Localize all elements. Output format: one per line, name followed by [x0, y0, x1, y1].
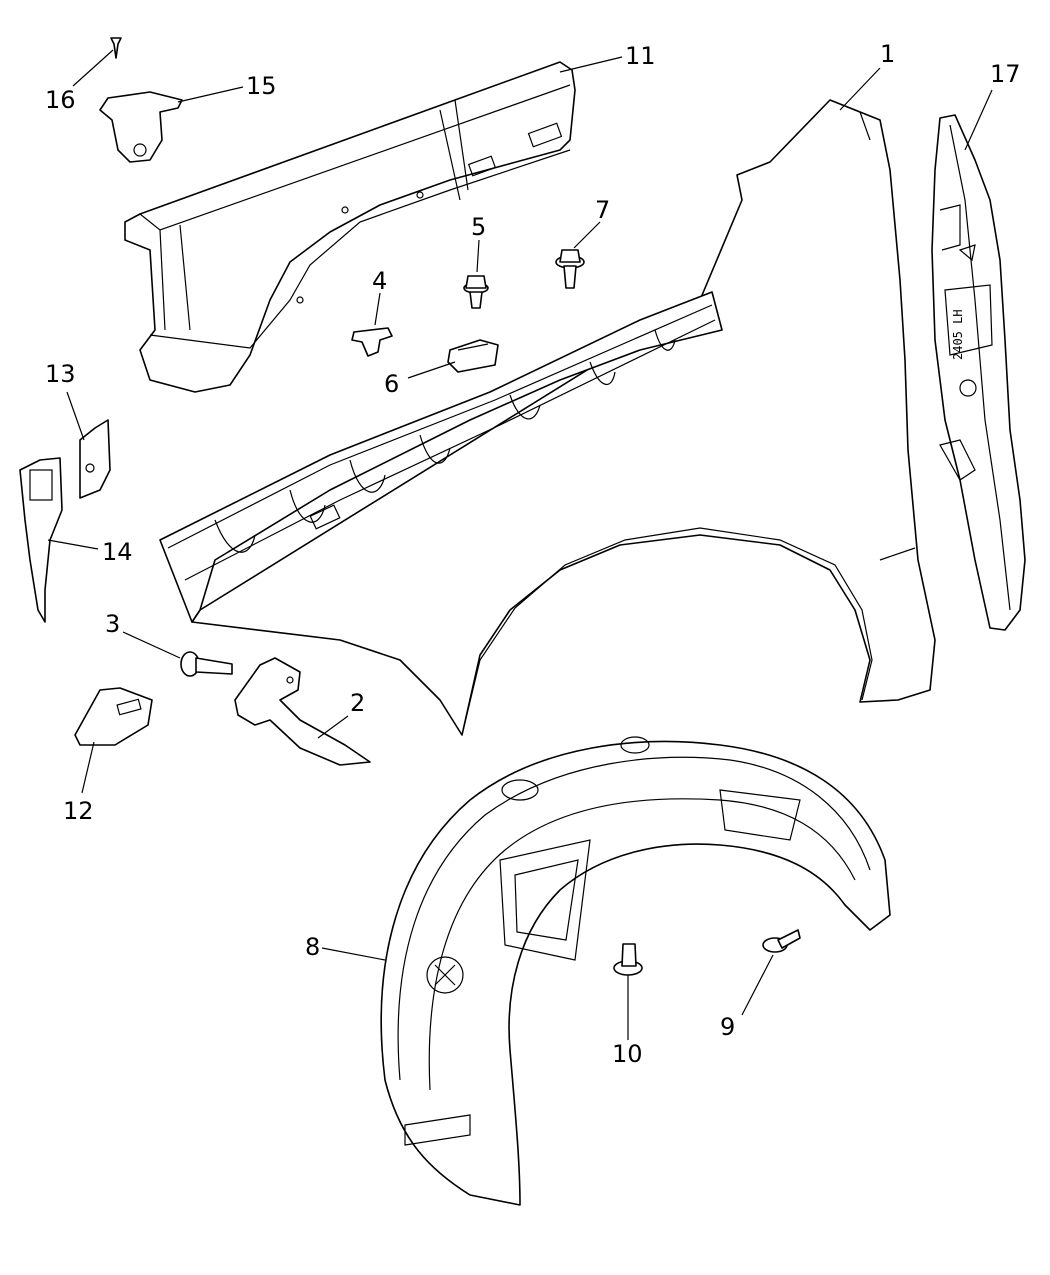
push-clip-4-part [351, 327, 393, 357]
nut-clip-6-part [447, 339, 499, 373]
fender-flange-part [159, 291, 723, 623]
bracket-15-part [99, 91, 183, 163]
callout-13: 13 [45, 360, 76, 388]
leader-lines [47, 49, 993, 1040]
callout-4: 4 [372, 267, 387, 295]
callout-12: 12 [63, 797, 94, 825]
callout-15: 15 [246, 72, 277, 100]
bracket-12-part [74, 687, 153, 746]
front-fender-part [191, 99, 936, 736]
callout-11: 11 [625, 42, 656, 70]
shield-stamp-text: 2405 LH [951, 309, 965, 360]
screw-5-part [463, 275, 489, 309]
bracket-13-part [79, 419, 111, 499]
seal-14-part [19, 457, 63, 623]
side-shield-part: 2405 LH [931, 114, 1026, 631]
callout-16: 16 [45, 86, 76, 114]
callout-7: 7 [595, 196, 610, 224]
callout-9: 9 [720, 1013, 735, 1041]
callout-6: 6 [384, 370, 399, 398]
wheelhouse-liner-part [380, 736, 891, 1206]
callout-10: 10 [612, 1040, 643, 1068]
callout-8: 8 [305, 933, 320, 961]
push-pin-10-part [613, 943, 643, 976]
callout-5: 5 [471, 213, 486, 241]
screw-7-part [555, 249, 585, 289]
callout-labels: 1 2 3 4 5 6 7 8 9 10 11 12 13 14 15 16 1… [45, 40, 1021, 1068]
callout-14: 14 [102, 538, 133, 566]
callout-2: 2 [350, 689, 365, 717]
callout-17: 17 [990, 60, 1021, 88]
push-pin-9-part [762, 929, 801, 953]
bracket-2-part [234, 657, 371, 766]
bolt-3-part [180, 651, 233, 677]
callout-1: 1 [880, 40, 895, 68]
screw-16-part [110, 37, 122, 59]
callout-3: 3 [105, 610, 120, 638]
fender-rail-part [124, 61, 576, 393]
